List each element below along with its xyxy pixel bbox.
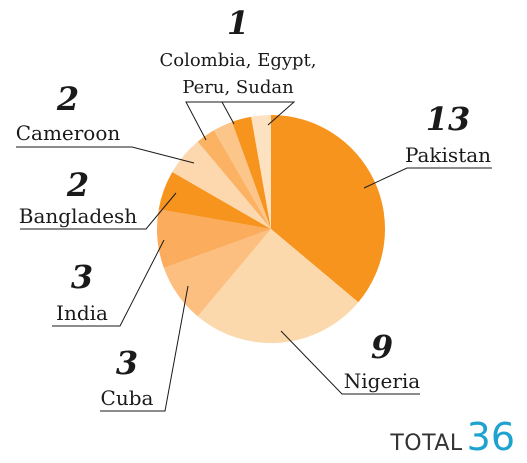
slice-label-pakistan: 13 Pakistan [405,100,491,167]
total-label: TOTAL [390,431,463,456]
group-names-line1: Colombia, Egypt, [159,50,316,71]
leader-nigeria [280,330,420,395]
slice-peru [214,121,271,229]
slice-nigeria [197,229,359,344]
slice-label-group: 1 Colombia, Egypt, Peru, Sudan [159,4,316,98]
leader-group-tick [221,101,235,125]
total-value: 36 [466,415,515,459]
cameroon-value: 2 [56,80,79,118]
slice-label-cuba: 3 Cuba [101,344,154,410]
slice-sudan [197,130,271,229]
slice-pakistan [271,115,386,303]
leader-group [185,101,296,141]
slice-label-cameroon: 2 Cameroon [16,80,121,145]
leader-cuba [100,285,189,412]
group-value: 1 [227,4,249,42]
nigeria-value: 9 [371,328,393,366]
slice-label-nigeria: 9 Nigeria [344,328,420,393]
cuba-value: 3 [116,344,138,382]
slice-label-bangladesh: 2 Bangladesh [19,166,138,228]
nigeria-name: Nigeria [344,369,420,393]
pakistan-name: Pakistan [405,143,491,167]
leader-bangladesh [20,192,177,230]
pakistan-value: 13 [426,100,471,138]
india-value: 3 [71,258,93,296]
slice-india [156,209,271,268]
bangladesh-name: Bangladesh [19,204,138,228]
leader-india [52,239,165,327]
cuba-name: Cuba [101,386,154,410]
slice-colombia [251,114,271,229]
slice-cameroon [172,141,271,229]
pie-slices [156,114,386,344]
india-name: India [56,301,108,325]
total: TOTAL 36 [390,418,515,456]
bangladesh-value: 2 [66,166,89,204]
slice-egypt [232,116,271,229]
slice-bangladesh [158,172,271,229]
leader-lines [16,101,492,412]
slice-label-india: 3 India [56,258,108,325]
leader-cameroon [16,146,195,164]
cameroon-name: Cameroon [16,121,121,145]
leader-pakistan [363,167,492,189]
group-names-line2: Peru, Sudan [182,77,294,98]
slice-cuba [163,229,271,317]
